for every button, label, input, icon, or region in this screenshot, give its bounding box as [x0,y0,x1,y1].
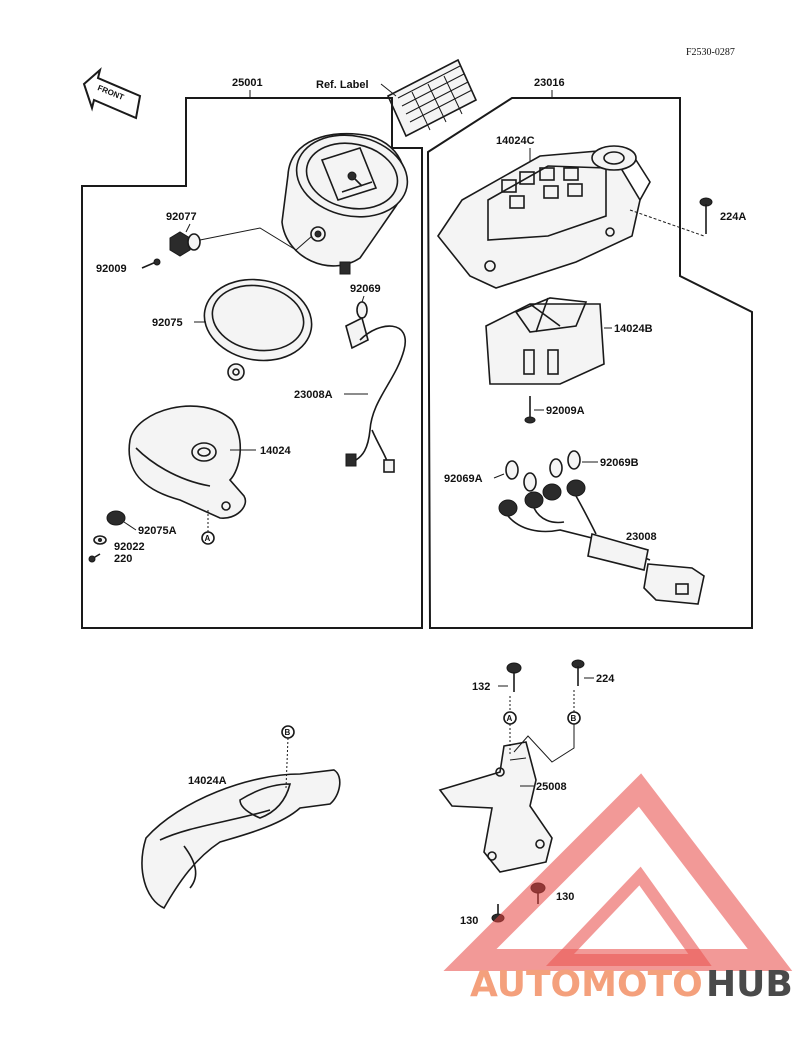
label-23008: 23008 [626,531,657,543]
svg-text:B: B [571,714,577,723]
label-14024: 14024 [260,445,291,457]
label-14024B: 14024B [614,323,653,335]
relay-assembly-frame [426,97,753,629]
label-224A: 224A [720,211,746,223]
ref-label-text: Ref. Label [316,79,369,91]
callout-a-left: A [201,510,215,545]
watermark-text-hub: HUB [706,964,793,1005]
watermark-text-automoto: AUTOMOTO [470,964,703,1005]
bulb-92069 [345,301,369,350]
label-92009: 92009 [96,263,127,275]
label-92069B: 92069B [600,457,639,469]
label-130-left: 130 [460,915,478,927]
svg-text:B: B [285,728,291,737]
wire-harness-23008 [507,495,705,605]
screw-92009A [524,396,536,424]
label-132: 132 [472,681,490,693]
callout-b-left: B [281,725,295,789]
label-92075: 92075 [152,317,183,329]
bolt-224 [571,659,585,686]
label-23016: 23016 [534,77,565,89]
speedometer-gauge [281,132,409,275]
trim-ring-92075 [203,278,313,381]
label-14024A: 14024A [188,775,227,787]
label-220: 220 [114,553,132,565]
bolt-224A [699,197,713,234]
label-92009A: 92009A [546,405,585,417]
label-23008A: 23008A [294,389,333,401]
relay-holder-14024B [485,297,605,385]
label-92022: 92022 [114,541,145,553]
ref-label-icon [386,58,478,138]
watermark-logo [443,773,793,971]
label-92069: 92069 [350,283,381,295]
drawing-code: F2530-0287 [686,47,735,58]
washer-92022 [93,535,107,545]
bolt-132 [506,662,522,692]
wire-harness-23008A [345,325,407,473]
meter-assembly-frame [81,97,423,629]
label-130-right: 130 [556,891,574,903]
label-14024C: 14024C [496,135,535,147]
svg-text:A: A [507,714,513,723]
lower-cover-14024A [141,769,341,910]
svg-text:A: A [205,534,211,543]
label-92069A: 92069A [444,473,483,485]
meter-cover-14024 [128,405,247,519]
label-25001: 25001 [232,77,263,89]
callout-b-bottom: B [513,690,581,763]
screw-92009 [141,258,161,269]
bracket-25008 [438,741,553,873]
bulbs-92069 [498,450,586,517]
label-92077: 92077 [166,211,197,223]
label-92075A: 92075A [138,525,177,537]
grommet-92075A [106,510,126,526]
label-25008: 25008 [536,781,567,793]
callout-a-bottom: A [503,696,517,756]
front-arrow-icon: FRONT [82,67,142,120]
label-224: 224 [596,673,615,685]
screw-220 [88,553,101,563]
relay-cover-14024C [437,145,651,289]
bulb-socket-92077 [169,231,201,257]
